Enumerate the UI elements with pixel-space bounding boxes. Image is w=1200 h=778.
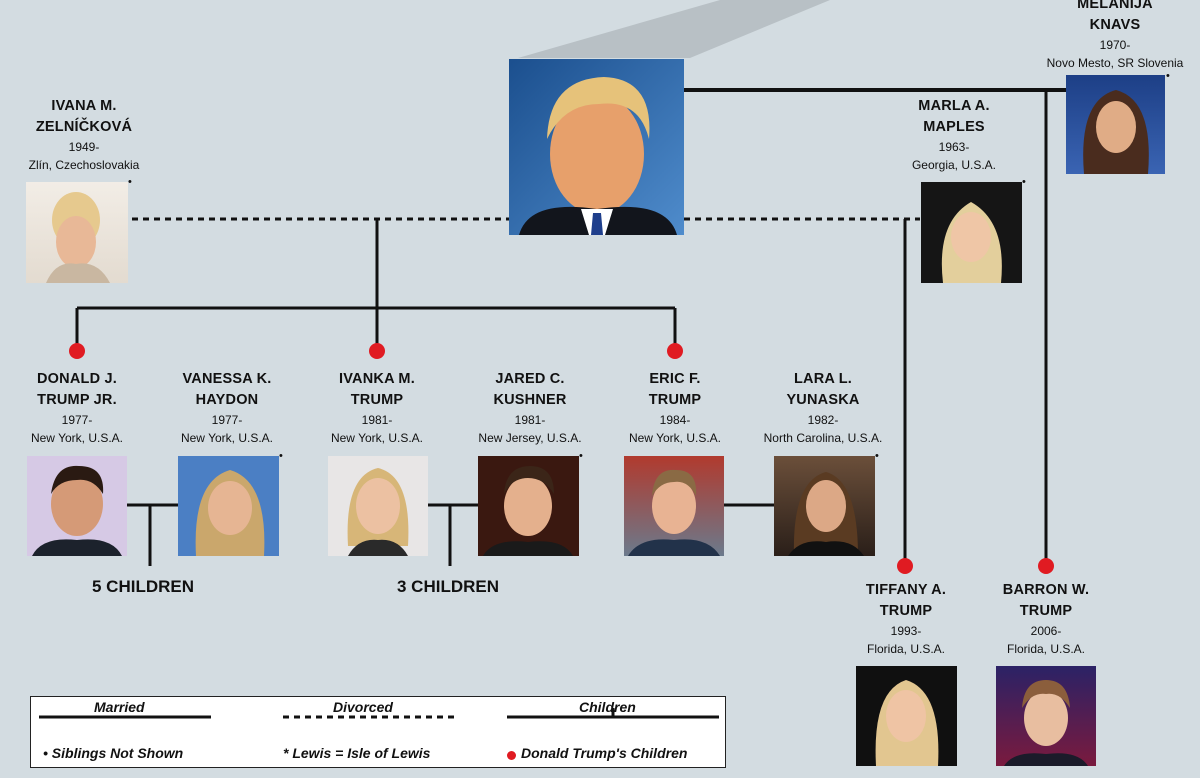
portrait-icon — [941, 202, 1002, 283]
legend-red-dot-icon — [507, 751, 516, 760]
donald-jr-photo — [27, 456, 127, 556]
years: 1982- — [807, 413, 839, 427]
name: IVANA M. ZELNÍČKOVÁ — [35, 98, 133, 135]
birthplace: New Jersey, U.S.A. — [478, 431, 582, 445]
ivanka-photo — [328, 456, 428, 556]
person-tiffany: TIFFANY A. TRUMP 1993- Florida, U.S.A. — [846, 580, 966, 658]
person-eric: ERIC F. TRUMP 1984- New York, U.S.A. — [610, 369, 740, 447]
sibling-mark: • — [1022, 176, 1026, 188]
header-wedge — [518, 0, 830, 58]
portrait-icon — [483, 466, 573, 556]
marla-photo — [921, 182, 1022, 283]
birthplace: Florida, U.S.A. — [866, 642, 946, 656]
birthplace: Florida, U.S.A. — [1006, 642, 1086, 656]
barron-photo — [996, 666, 1096, 766]
birthplace: New York, U.S.A. — [30, 431, 124, 445]
birthplace: New York, U.S.A. — [330, 431, 424, 445]
name: LARA L. YUNASKA — [786, 371, 860, 408]
person-melania: MELANIJA KNAVS 1970- Novo Mesto, SR Slov… — [1030, 0, 1200, 72]
sibling-mark: • — [128, 176, 132, 188]
name: VANESSA K. HAYDON — [182, 371, 272, 408]
sibling-mark: • — [1166, 70, 1170, 82]
jared-photo — [478, 456, 579, 556]
person-ivanka: IVANKA M. TRUMP 1981- New York, U.S.A. — [312, 369, 442, 447]
portrait-icon — [875, 680, 939, 766]
children-count-donald-jr: 5 CHILDREN — [92, 577, 195, 596]
donald-portrait-icon — [509, 59, 684, 235]
birthplace: New York, U.S.A. — [180, 431, 274, 445]
name: JARED C. KUSHNER — [493, 371, 567, 408]
legend-divorced-label: Divorced — [333, 699, 393, 715]
portrait-icon — [1083, 90, 1149, 174]
legend-children-note: Donald Trump's Children — [521, 745, 688, 761]
name: MARLA A. MAPLES — [918, 98, 990, 135]
years: 1963- — [938, 140, 970, 154]
legend-line-samples — [39, 708, 719, 719]
person-donald-jr: DONALD J. TRUMP JR. 1977- New York, U.S.… — [12, 369, 142, 447]
name: MELANIJA KNAVS — [1077, 0, 1153, 33]
birthplace: Georgia, U.S.A. — [911, 158, 997, 172]
vanessa-photo — [178, 456, 279, 556]
person-lara: LARA L. YUNASKA 1982- North Carolina, U.… — [745, 369, 901, 447]
years: 1970- — [1099, 38, 1131, 52]
name: ERIC F. TRUMP — [648, 371, 702, 408]
years: 2006- — [1030, 624, 1062, 638]
sibling-mark: • — [279, 450, 283, 462]
child-dot-barron — [1038, 558, 1054, 574]
portrait-icon — [628, 469, 720, 556]
portrait-icon — [788, 472, 864, 556]
eric-photo — [624, 456, 724, 556]
portrait-icon — [1004, 680, 1088, 766]
portrait-icon — [46, 192, 110, 283]
child-dot-donald-jr — [69, 343, 85, 359]
birthplace: Novo Mesto, SR Slovenia — [1046, 56, 1184, 70]
birthplace: North Carolina, U.S.A. — [763, 431, 883, 445]
years: 1981- — [514, 413, 546, 427]
child-dot-ivanka — [369, 343, 385, 359]
years: 1977- — [211, 413, 243, 427]
child-dot-tiffany — [897, 558, 913, 574]
portrait-icon — [195, 470, 265, 556]
birthplace: Zlín, Czechoslovakia — [28, 158, 140, 172]
name: BARRON W. TRUMP — [1002, 582, 1090, 619]
legend-married-label: Married — [94, 699, 145, 715]
children-count-ivanka: 3 CHILDREN — [397, 577, 500, 596]
name: DONALD J. TRUMP JR. — [37, 371, 117, 408]
years: 1949- — [68, 140, 100, 154]
legend-siblings-note: • Siblings Not Shown — [43, 745, 184, 761]
portrait-icon — [347, 468, 409, 556]
legend: Married Divorced Children • Siblings Not… — [30, 696, 726, 768]
donald-trump-photo — [509, 59, 684, 235]
child-dot-eric — [667, 343, 683, 359]
name: TIFFANY A. TRUMP — [865, 582, 947, 619]
ivana-photo — [26, 182, 128, 283]
years: 1993- — [890, 624, 922, 638]
person-jared: JARED C. KUSHNER 1981- New Jersey, U.S.A… — [458, 369, 602, 447]
years: 1984- — [659, 413, 691, 427]
years: 1981- — [361, 413, 393, 427]
sibling-mark: • — [875, 450, 879, 462]
person-marla: MARLA A. MAPLES 1963- Georgia, U.S.A. — [896, 96, 1012, 174]
person-barron: BARRON W. TRUMP 2006- Florida, U.S.A. — [986, 580, 1106, 658]
lara-photo — [774, 456, 875, 556]
person-ivana: IVANA M. ZELNÍČKOVÁ 1949- Zlín, Czechosl… — [0, 96, 168, 174]
melania-photo — [1066, 75, 1165, 174]
person-vanessa: VANESSA K. HAYDON 1977- New York, U.S.A. — [162, 369, 292, 447]
tiffany-photo — [856, 666, 957, 766]
legend-lewis-note: * Lewis = Isle of Lewis — [283, 745, 431, 761]
name: IVANKA M. TRUMP — [339, 371, 415, 408]
legend-children-label: Children — [579, 699, 636, 715]
sibling-mark: • — [579, 450, 583, 462]
portrait-icon — [32, 465, 122, 556]
years: 1977- — [61, 413, 93, 427]
birthplace: New York, U.S.A. — [628, 431, 722, 445]
